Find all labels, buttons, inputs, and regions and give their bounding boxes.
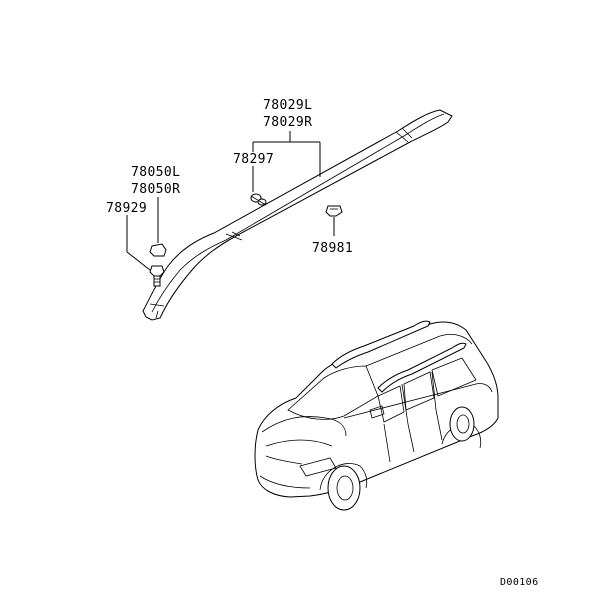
bolt-part: [149, 265, 165, 287]
vehicle-roof-rails: [331, 320, 467, 393]
roof-rail: [142, 109, 453, 321]
drawing-code: D00106: [500, 577, 539, 588]
vehicle-illustration: [254, 321, 499, 511]
label-78929: 78929: [106, 201, 147, 216]
label-78050l: 78050L: [131, 165, 180, 180]
end-cover-part: [149, 243, 167, 257]
label-78050r: 78050R: [131, 182, 180, 197]
nut-part: [325, 205, 343, 217]
clip-part: [250, 193, 267, 206]
leader-lines: [126, 131, 335, 271]
label-78029r: 78029R: [263, 115, 312, 130]
label-78029l: 78029L: [263, 98, 312, 113]
label-78981: 78981: [312, 241, 353, 256]
label-78297: 78297: [233, 152, 274, 167]
